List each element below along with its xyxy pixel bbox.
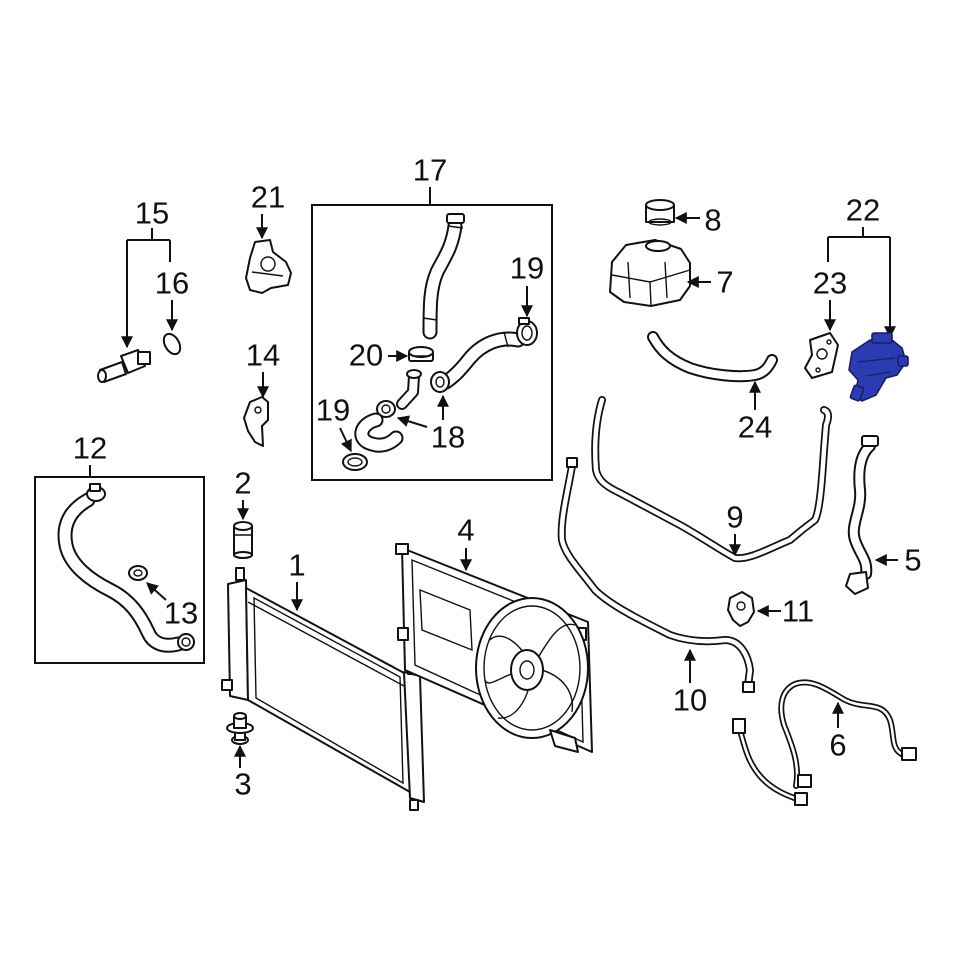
bracket-11-part (727, 591, 755, 627)
leader-22-bracket (827, 227, 896, 339)
valve-22-highlighted-part (848, 332, 909, 402)
cap-20-part (408, 346, 434, 362)
callout-22: 22 (846, 193, 880, 228)
hose-24-part (647, 331, 778, 383)
hose-12-part (57, 483, 186, 653)
fitting-18-part (376, 369, 450, 418)
reservoir-7-part (609, 239, 691, 307)
callout-16: 16 (155, 266, 189, 301)
tube-10-part (557, 457, 755, 693)
harness-6-part (732, 679, 917, 806)
callout-24: 24 (738, 410, 772, 445)
clamp-19-top-part (516, 317, 538, 346)
hose-5-part (845, 435, 879, 595)
callout-19-bottom: 19 (316, 393, 350, 428)
o-ring-16-part (162, 332, 182, 356)
callout-18: 18 (431, 420, 465, 455)
callout-21: 21 (251, 180, 285, 215)
upper-hose-part (422, 213, 465, 340)
leader-13 (146, 582, 167, 601)
callout-12: 12 (73, 431, 107, 466)
clamp-13-part (128, 565, 195, 651)
callout-8: 8 (704, 203, 721, 238)
callout-15: 15 (135, 196, 169, 231)
leader-19-bottom (339, 427, 352, 453)
callout-19-top: 19 (510, 251, 544, 286)
leader-15-bracket (121, 228, 171, 349)
cap-8-part (645, 199, 675, 226)
callout-9: 9 (726, 500, 743, 535)
gasket-23-part (804, 332, 839, 379)
callout-4: 4 (457, 513, 474, 548)
callout-14: 14 (246, 338, 280, 373)
callout-20: 20 (349, 338, 383, 373)
fan-shroud-4-part (395, 543, 593, 753)
callout-6: 6 (829, 728, 846, 763)
callout-10: 10 (673, 683, 707, 718)
callout-7: 7 (716, 265, 733, 300)
mount-2-part (233, 521, 253, 559)
callout-5: 5 (904, 543, 921, 578)
radiator-1-part (221, 567, 425, 811)
mount-3-part (226, 712, 254, 745)
leader-18-left (396, 415, 428, 428)
callout-13: 13 (164, 596, 198, 631)
small-hose-part (354, 412, 404, 453)
bracket-21-part (245, 239, 292, 294)
tube-9-part (591, 396, 832, 563)
callout-2: 2 (234, 466, 251, 501)
callout-1: 1 (288, 548, 305, 583)
callout-11: 11 (782, 594, 814, 629)
callout-23: 23 (813, 266, 847, 301)
group-12-box (34, 465, 205, 664)
callout-17: 17 (413, 153, 447, 188)
bracket-14-part (243, 396, 269, 447)
clamp-19-bottom-part (342, 453, 368, 471)
callout-3: 3 (234, 767, 251, 802)
sensor-15-part (97, 349, 151, 383)
group-17-box (311, 187, 553, 481)
lower-hose-part (438, 331, 526, 390)
